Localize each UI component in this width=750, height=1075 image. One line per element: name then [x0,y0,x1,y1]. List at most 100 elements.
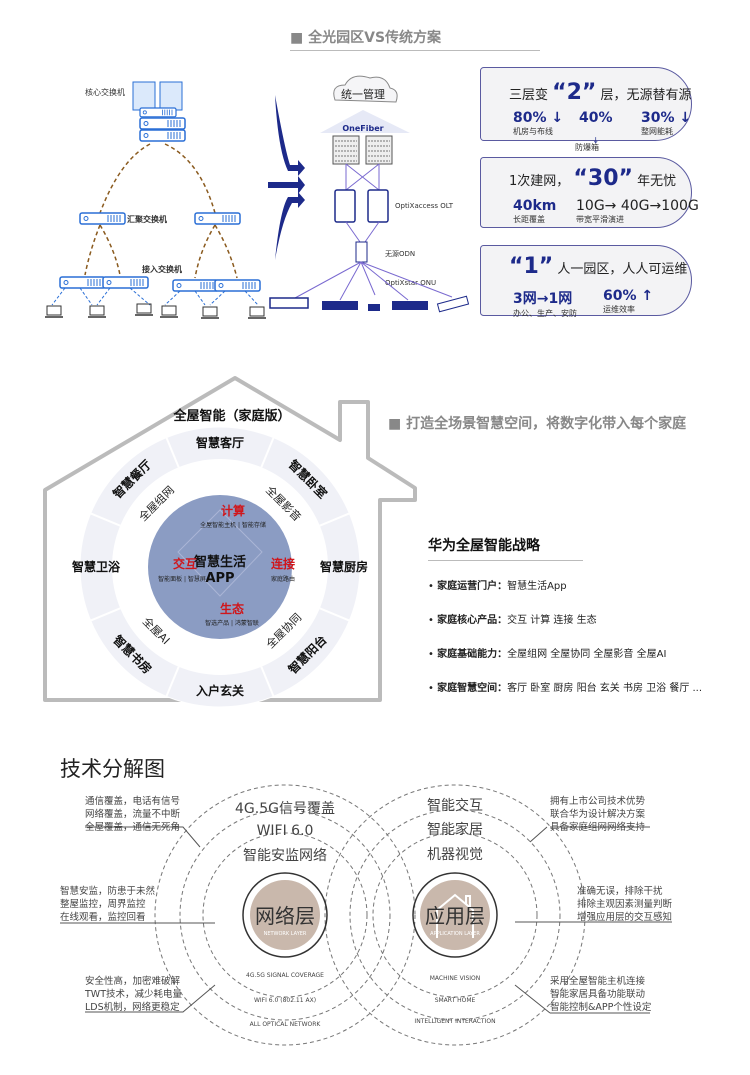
house-title: 全屋智能（家庭版） [172,408,290,424]
server-icon [332,135,360,165]
note-line: 全屋覆盖，通信无死角 [85,822,181,833]
room-divider [165,437,180,468]
network-layer-en: NETWORK LAYER [264,931,307,937]
card-one-person: “1” 人一园区，人人可运维 3网→1网办公、生产、安防 60% ↑运维效率 [480,245,692,318]
house-icon [436,893,474,938]
node-sub: 家庭路由 [271,575,295,583]
onu-devices-icon [269,295,470,313]
node-sub: 全屋智能主机 | 智能存储 [200,521,266,529]
strategy-key: 家庭智慧空间： [437,683,508,694]
note-line: 智能家居具备功能联动 [550,989,646,1000]
access-switch-label: 接入交换机 [142,264,182,274]
note-right: 拥有上市公司技术优势联合华为设计解决方案具备家庭组网网络支持 [550,795,645,834]
room-divider [165,666,180,697]
note-left: 智慧安监，防患于未然整屋监控，周界监控在线观看，监控回看 [60,885,155,924]
section1-title: ■ 全光园区VS传统方案 [290,30,442,46]
ring-label: 智能交互 [427,797,483,814]
strategy-title: 华为全屋智能战略 [428,538,540,554]
stat: 80% ↓机房与布线 [513,110,564,136]
stat: 60% ↑运维效率 [603,288,654,314]
strategy-value: 智慧生活App [507,581,567,592]
strategy-key: 家庭基础能力： [437,649,508,660]
room-label: 智慧厨房 [319,559,368,574]
note-line: 安全性高，加密难破解 [85,976,181,987]
core-circle [148,495,292,639]
ring-label: 4G.5G信号覆盖 [235,801,335,817]
node-ecology: 生态 [220,601,244,616]
note-line: 采用全屋智能主机连接 [550,976,646,987]
stat: 40%↓ [579,110,613,145]
ring-label-en: INTELLIGENT INTERACTION [414,1018,495,1025]
note-line: 网络覆盖，流量不中断 [85,809,181,820]
cloud-label: 统一管理 [341,87,385,101]
section3-title: 技术分解图 [60,757,165,781]
ring-label: 智能安监网络 [243,848,327,864]
strategy-item: • 家庭智慧空间：客厅 卧室 厨房 阳台 玄关 书房 卫浴 餐厅 ... [428,683,703,694]
aggregation-switch-icon [79,212,126,225]
strategy-key: 家庭核心产品： [437,615,508,626]
core-center-app: APP [205,571,234,586]
strategy-item: • 家庭运营门户：智慧生活App [428,581,567,592]
strategy-key: 家庭运营门户： [437,581,508,592]
application-layer-en: APPLICATION LAYER [430,931,480,937]
section2-title: ■ 打造全场景智慧空间，将数字化带入每个家庭 [388,416,687,432]
stat-label: 防爆箱 [575,143,599,152]
olt-label: OptiXaccess OLT [395,202,454,210]
note-line: 智慧安监，防患于未然 [60,886,156,897]
room-divider [260,666,275,697]
room-divider [319,607,350,622]
core-switch-icon [132,81,186,142]
application-layer-label: 应用层 [425,904,485,928]
note-line: 通信覆盖，电话有信号 [85,796,181,807]
note-line: LDS机制，网络更稳定 [85,1002,180,1013]
note-line: 联合华为设计解决方案 [550,809,646,820]
ring-label-en: 4G.5G SIGNAL COVERAGE [246,972,324,979]
node-compute: 计算 [221,503,245,518]
room-label: 智慧卫浴 [71,559,121,574]
ring-label-en: ALL OPTICAL NETWORK [250,1021,322,1028]
room-divider [90,607,121,622]
note-line: 拥有上市公司技术优势 [550,796,646,807]
note-line: TWT技术，减少耗电量 [85,989,182,1000]
room-divider [260,437,275,468]
stat: 3网→1网办公、生产、安防 [513,291,577,318]
odn-label: 无源ODN [385,249,415,258]
ring-label: 智能家居 [427,821,483,838]
ring-label: WIFI 6.0 [257,823,314,839]
ring-label-en: WIFI 6.0 (802.11 AX) [254,997,316,1004]
note-line: 具备家庭组网网络支持 [550,822,646,833]
house-outline-icon [43,376,417,702]
node-connect: 连接 [271,556,295,571]
odn-icon [355,241,368,263]
ring-label-en: SMART HOME [435,997,476,1004]
room-label: 智慧客厅 [195,435,244,450]
node-sub: 智选产品 | 鸿蒙智联 [205,619,259,627]
network-layer-label: 网络层 [255,904,315,928]
note-line: 整屋监控，周界监控 [60,899,146,910]
network-layer-circle [250,880,320,950]
room-divider [319,512,350,527]
note-line: 增强应用层的交互感知 [577,912,673,923]
core-center-label: 智慧生活 [194,554,246,570]
node-interact: 交互 [173,556,197,571]
note-line: 智能控制&APP个性设定 [550,1002,652,1013]
ring-label-en: MACHINE VISION [430,975,481,982]
core-switch-label: 核心交换机 [85,87,125,97]
note-line: 在线观看，监控回看 [60,912,146,923]
stat: 30% ↓整网能耗 [641,110,692,136]
divider [290,50,540,51]
section1-title-text: 全光园区VS传统方案 [308,30,442,46]
tech-breakdown-diagram: 网络层 NETWORK LAYER 应用层 APPLICATION LAYER … [60,784,672,1046]
note-right: 准确无误，排除干扰排除主观因素测量判断增强应用层的交互感知 [577,885,672,924]
node-sub: 智能面板 | 智慧屏 [158,575,206,583]
note-line: 准确无误，排除干扰 [577,886,663,897]
network-comparison-diagram: 核心交换机 汇聚交换机 接入交换机 统一管理 OneFiber OptiXacc… [44,75,470,319]
olt-icon [334,189,389,223]
note-left: 安全性高，加密难破解 TWT技术，减少耗电量 LDS机制，网络更稳定 [85,975,182,1014]
strategy-item: • 家庭核心产品：交互 计算 连接 生态 [428,615,597,626]
onu-label: OptiXstar ONU [385,279,436,287]
note-right: 采用全屋智能主机连接智能家居具备功能联动智能控制&APP个性设定 [550,975,651,1014]
